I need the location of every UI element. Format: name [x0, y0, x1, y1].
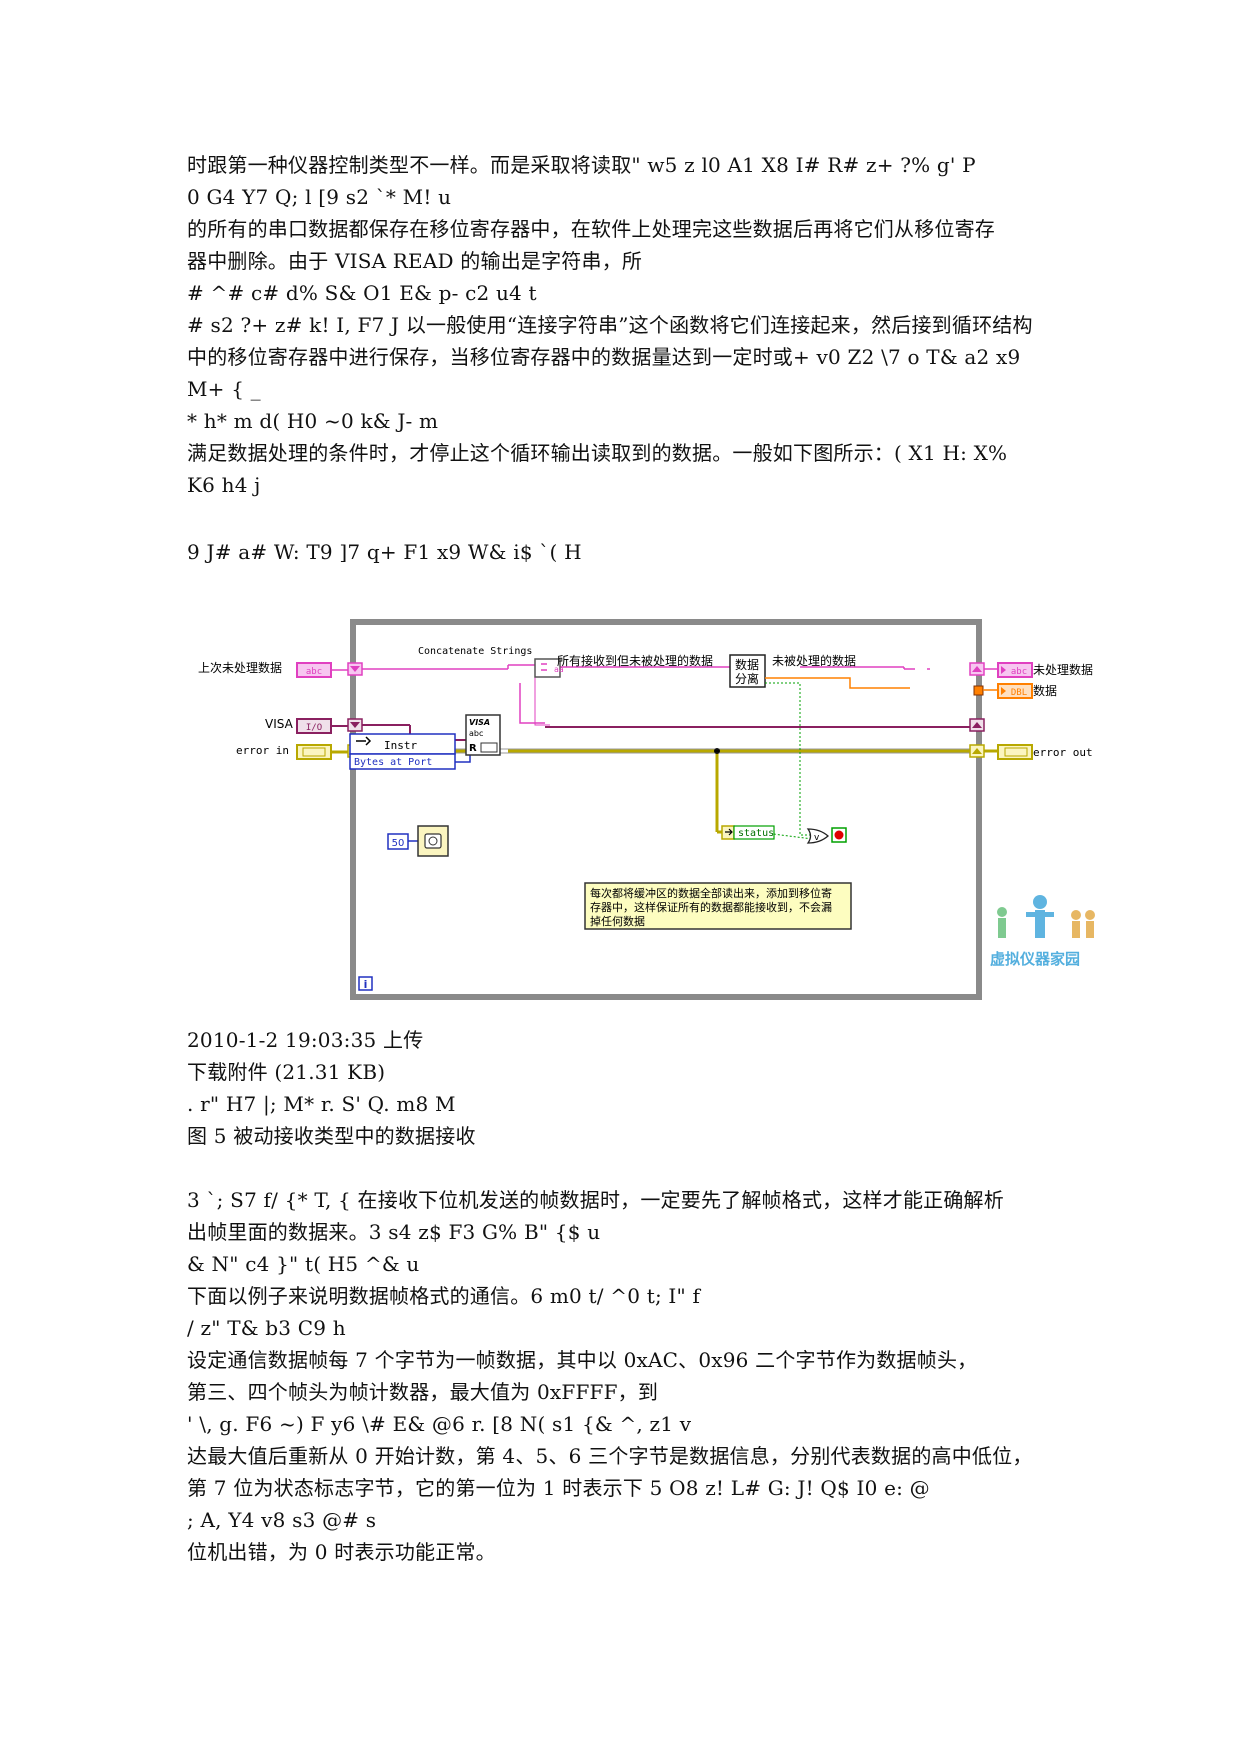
comment-line: 掉任何数据	[590, 914, 645, 928]
while-loop-frame	[350, 619, 982, 1000]
or-symbol-icon: v	[814, 833, 820, 843]
paragraph-line: 设定通信数据帧每 7 个字节为一帧数据，其中以 0xAC、0x96 二个字节作为…	[187, 1348, 978, 1372]
concat-output-tag: aa	[554, 665, 564, 674]
paragraph-line: 第 7 位为状态标志字节，它的第一位为 1 时表示下 5 O8 z! L# G:…	[187, 1476, 930, 1500]
status-label: status	[738, 828, 774, 839]
watermark-logo	[997, 895, 1095, 938]
string-indicator-terminal[interactable]	[997, 662, 1033, 678]
instr-label: Instr	[384, 739, 417, 752]
data-split-line2: 分离	[735, 671, 759, 686]
label-unprocessed: 未被处理的数据	[772, 653, 856, 668]
paragraph-line: 3 `; S7 f/ {* T, { 在接收下位机发送的帧数据时，一定要先了解帧…	[187, 1188, 1004, 1212]
paragraph-line: * h* m d( H0 ~0 k& J- m	[187, 409, 439, 433]
upload-timestamp: 2010-1-2 19:03:35 上传	[187, 1028, 424, 1052]
visa-read-r-label: R	[469, 743, 477, 754]
io-tag: I/O	[306, 723, 322, 733]
label-out-unprocessed: 未处理数据	[1033, 662, 1093, 677]
paragraph-line: 达最大值后重新从 0 开始计数，第 4、5、6 三个字节是数据信息，分别代表数据…	[187, 1444, 1033, 1468]
paragraph-line: 时跟第一种仪器控制类型不一样。而是采取将读取" w5 z l0 A1 X8 I#…	[187, 153, 976, 177]
property-arrow-icon	[356, 736, 372, 746]
shift-register-arrow-icon	[972, 722, 982, 728]
paragraph-line: # s2 ?+ z# k! I, F7 J 以一般使用“连接字符串”这个函数将它…	[187, 313, 1033, 337]
cluster-icon	[1004, 747, 1028, 757]
paragraph-line: M+ { _	[187, 377, 261, 401]
dbl-indicator-terminal[interactable]	[997, 683, 1033, 699]
paragraph-line: . r" H7 |; M* r. S' Q. m8 M	[187, 1092, 456, 1116]
paragraph-line: 中的移位寄存器中进行保存，当移位寄存器中的数据量达到一定时或+ v0 Z2 \7…	[187, 345, 1021, 369]
labview-block-diagram: 上次未处理数据 abc VISA I/O error in	[198, 619, 1095, 1000]
paragraph-line: 满足数据处理的条件时，才停止这个循环输出读取到的数据。一般如下图所示：( X1 …	[187, 441, 1008, 465]
comment-line: 存器中，这样保证所有的数据都能接收到，不会漏	[590, 900, 832, 914]
paragraph-line: K6 h4 j	[187, 473, 261, 497]
shift-register-arrow-icon	[350, 666, 360, 672]
wait-ms-node[interactable]	[417, 825, 449, 857]
stop-icon	[834, 830, 844, 840]
paragraph-line: 位机出错，为 0 时表示功能正常。	[187, 1540, 496, 1564]
paragraph-line: 0 G4 Y7 Q; l [9 s2 `* M! u	[187, 185, 452, 209]
paragraph-line: 9 J# a# W: T9 ]7 q+ F1 x9 W& i$ `( H	[187, 540, 582, 564]
info-icon: i	[364, 978, 368, 991]
paragraph-line: 的所有的串口数据都保存在移位寄存器中，在软件上处理完这些数据后再将它们从移位寄存	[187, 217, 995, 241]
visa-read-node[interactable]	[465, 714, 501, 756]
abc-tag: abc	[1011, 667, 1027, 677]
label-error-out: error out	[1033, 746, 1093, 759]
watch-icon	[424, 833, 442, 849]
error-in-terminal[interactable]	[296, 744, 332, 760]
label-data: 数据	[1033, 683, 1057, 698]
status-element[interactable]	[733, 825, 775, 840]
label-last-unprocessed: 上次未处理数据	[198, 660, 282, 675]
iteration-terminal	[358, 976, 373, 991]
dbl-tunnel	[973, 685, 984, 696]
bool-wire-split	[765, 682, 810, 836]
data-split-subvi[interactable]	[729, 654, 766, 688]
figure-caption: 图 5 被动接收类型中的数据接收	[187, 1124, 476, 1148]
cluster-icon	[302, 747, 326, 757]
paragraph-line: 出帧里面的数据来。3 s4 z$ F3 G% B" {$ u	[187, 1220, 601, 1244]
watch-face-icon	[428, 836, 438, 846]
label-error-in: error in	[236, 744, 289, 757]
string-wires	[331, 664, 930, 724]
label-visa: VISA	[265, 717, 294, 731]
shift-register-arrow-icon	[972, 748, 982, 754]
paragraph-line: 第三、四个帧头为帧计数器，最大值为 0xFFFF，到	[187, 1380, 659, 1404]
indicator-arrow-icon	[1001, 666, 1006, 674]
download-attachment-link[interactable]: 下载附件 (21.31 KB)	[187, 1060, 386, 1084]
paragraph-line: # ^# c# d% S& O1 E& p- c2 u4 t	[187, 281, 537, 305]
dbl-tag: DBL	[1011, 688, 1027, 698]
label-all-received: 所有接收到但未被处理的数据	[557, 653, 713, 668]
error-wire-edge	[362, 748, 970, 754]
indicator-arrow-icon	[1001, 687, 1006, 695]
data-split-line1: 数据	[735, 657, 759, 672]
paragraph-line: & N" c4 }" t( H5 ^& u	[187, 1252, 420, 1276]
comment-line: 每次都将缓冲区的数据全部读出来，添加到移位寄	[590, 886, 832, 900]
concat-label: Concatenate Strings	[418, 646, 532, 657]
visa-read-abc-label: abc	[469, 729, 483, 738]
shift-register-arrow-icon	[350, 722, 360, 728]
visa-read-visa-label: VISA	[469, 718, 490, 727]
unbundle-arrow-icon	[725, 828, 733, 836]
paragraph-line: ; A, Y4 v8 s3 @# s	[187, 1508, 377, 1532]
bytes-at-port-label: Bytes at Port	[354, 757, 432, 768]
dbl-wire	[765, 677, 910, 689]
watermark-text: 虚拟仪器家园	[990, 950, 1080, 968]
paragraph-line: 器中删除。由于 VISA READ 的输出是字符串，所	[187, 249, 643, 273]
wire-junction	[714, 748, 720, 754]
paragraph-line: / z" T& b3 C9 h	[187, 1316, 346, 1340]
paragraph-line: ' \, g. F6 ~) F y6 \# E& @6 r. [8 N( s1 …	[187, 1412, 692, 1436]
abc-tag: abc	[306, 667, 322, 677]
paragraph-line: 下面以例子来说明数据帧格式的通信。6 m0 t/ ^0 t; I" f	[187, 1284, 701, 1308]
shift-register-arrow-icon	[972, 666, 982, 672]
visa-read-io-icon	[480, 742, 498, 753]
wait-value: 50	[392, 838, 405, 849]
comment-box	[584, 882, 852, 930]
or-gate-node[interactable]	[806, 828, 829, 844]
